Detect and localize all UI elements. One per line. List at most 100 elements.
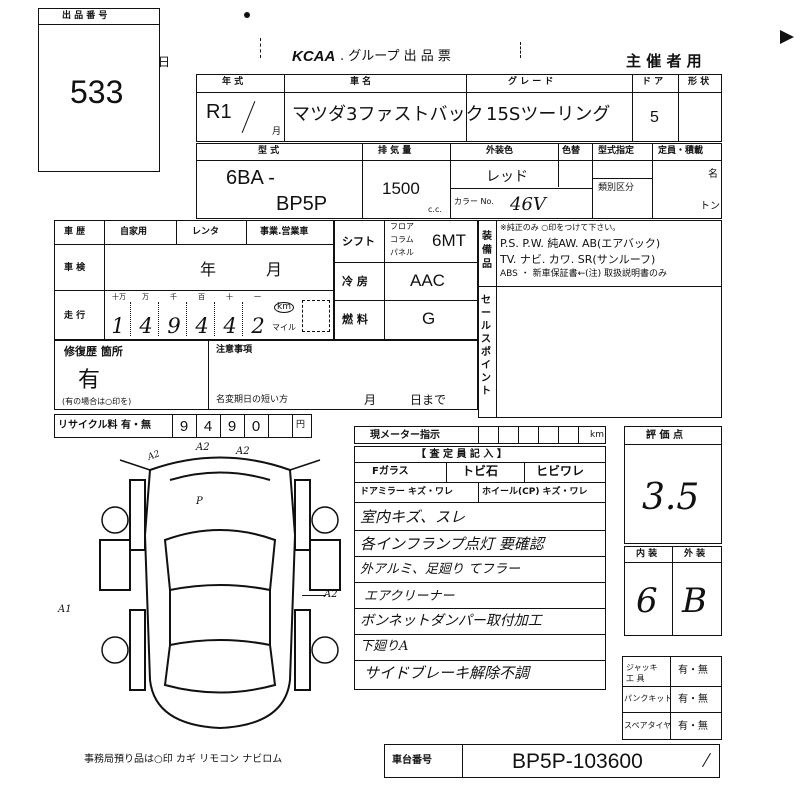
private-use: 自家用 — [120, 227, 148, 237]
mileage-label: 走 行 — [64, 311, 86, 321]
dot-mark — [244, 12, 250, 18]
door-value: 5 — [650, 109, 659, 126]
punch-mark — [780, 30, 794, 44]
repair-label: 修復歴 箇所 — [64, 345, 123, 358]
color-no-label: 色替 — [562, 146, 581, 156]
inspection-month-unit: 月 — [266, 260, 283, 279]
shift-floor: フロア — [390, 222, 414, 231]
damage-mark-a1: A1 — [58, 604, 72, 615]
shift-label: シフト — [342, 235, 375, 248]
equipment-label: 装 備 品 — [482, 231, 492, 270]
inspector-comment-2: 各インフランプ点灯 要確認 — [360, 535, 544, 553]
inspection-year-unit: 年 — [200, 260, 217, 279]
car-name: マツダ3ファストバック — [292, 104, 484, 125]
digit-label-4: 百 — [198, 293, 205, 301]
wheel-label: ホイール(CP) キズ・ワレ — [482, 487, 588, 497]
shape-label: 形 状 — [688, 77, 710, 87]
rental-use: レンタ — [192, 227, 220, 237]
inspector-header: 【 査 定 員 記 入 】 — [416, 449, 507, 460]
damage-mark-a2-2: A2 — [196, 442, 210, 453]
lot-box — [38, 8, 160, 172]
notes-label: 注意事項 — [216, 345, 253, 355]
damage-mark-p: P — [196, 496, 203, 507]
lot-label: 出 品 番 号 — [62, 11, 108, 21]
history-label: 車 歴 — [64, 227, 86, 237]
spare-tire-label: スペアタイヤ — [624, 721, 672, 730]
inspector-comment-5: ボンネットダンパー取付加工 — [360, 613, 542, 629]
inspector-comment-6: 下廻りA — [360, 639, 409, 654]
digit-label-1: 十万 — [112, 293, 126, 301]
grade-label: グ レ ー ド — [508, 77, 554, 87]
grade-value: 15Sツーリング — [486, 104, 611, 125]
overall-grade: 3.5 — [642, 477, 700, 518]
inspection-label: 車 検 — [64, 263, 86, 273]
digit-label-5: 十 — [226, 293, 233, 301]
organizer-label: 主 催 者 用 — [626, 52, 702, 70]
mileage-digit-6: 2 — [251, 314, 265, 338]
inspector-comment-4: エアクリーナー — [364, 589, 455, 604]
recycle-digit-2: 4 — [203, 418, 213, 435]
color-value: レッド — [486, 169, 528, 185]
name-label: 車 名 — [350, 77, 372, 87]
cc-unit: c.c. — [428, 205, 442, 214]
equipment-line-4: ABS ・ 新車保証書←(注) 取扱説明書のみ — [500, 269, 668, 279]
color-code-label: カラー No. — [454, 197, 494, 206]
ext-color-label: 外装色 — [486, 146, 514, 156]
ac-label: 冷 房 — [342, 275, 368, 288]
year-value: R1 — [206, 101, 232, 123]
mileage-digit-4: 4 — [195, 314, 209, 338]
digit-label-2: 万 — [142, 293, 149, 301]
brand-logo: KCAA — [292, 48, 336, 65]
jack-yes-no: 有・無 — [678, 665, 708, 676]
ton-unit: トン — [700, 201, 720, 212]
shift-panel: パネル — [390, 248, 414, 257]
mileage-digit-3: 9 — [167, 314, 181, 338]
mileage-digit-5: 4 — [223, 314, 237, 338]
name-change-month: 月 — [364, 393, 377, 407]
digit-label-3: 千 — [170, 293, 177, 301]
sales-point-label: セールスポイント — [481, 295, 491, 397]
recycle-digit-1: 9 — [179, 418, 189, 435]
color-code-value: 46V — [510, 194, 546, 215]
business-use: 事業.営業車 — [260, 227, 309, 237]
recycle-label: リサイクル料 有・無 — [58, 420, 151, 431]
repair-value: 有 — [78, 368, 101, 393]
form-title: . グループ 出 品 票 — [340, 49, 451, 64]
class-label: 類別区分 — [598, 183, 635, 193]
ac-value: AAC — [410, 271, 445, 290]
stone-chip-label: トビ石 — [462, 464, 499, 478]
mile-checkbox — [302, 300, 330, 332]
year-label: 年 式 — [222, 77, 244, 87]
fuel-label: 燃 料 — [342, 313, 368, 326]
model-spec-label: 型式指定 — [598, 146, 635, 156]
equipment-line-3: TV. ナビ. カワ. SR(サンルーフ) — [500, 253, 656, 266]
spare-yes-no: 有・無 — [678, 721, 708, 732]
mile-unit: マイル — [272, 323, 296, 332]
disp-label: 排 気 量 — [378, 146, 412, 156]
meter-unit: km — [590, 430, 604, 440]
fuel-value: G — [422, 309, 436, 328]
mileage-digit-2: 4 — [139, 314, 153, 338]
office-items-note: 事務局預り品は○印 カギ リモコン ナビロム — [84, 754, 283, 765]
windshield-label: Fガラス — [372, 466, 409, 477]
exterior-grade: B — [682, 581, 707, 621]
damage-mark-a2-3: A2 — [236, 446, 250, 457]
chassis-label: 車台番号 — [392, 755, 432, 766]
name-change-day: 日まで — [410, 393, 447, 407]
recycle-unit: 円 — [296, 420, 306, 430]
name-change-label: 名変期日の短い方 — [216, 395, 289, 405]
crack-label: ヒビワレ — [536, 464, 585, 478]
month-mark: 月 — [272, 127, 282, 137]
mileage-digit-1: 1 — [111, 314, 125, 338]
km-unit: km — [274, 302, 294, 313]
model-code: BP5P — [276, 193, 328, 215]
jack-tool-label: ジャッキ 工 具 — [626, 663, 658, 683]
repair-note: (有の場合は○印を) — [62, 397, 132, 406]
meter-label: 現メーター指示 — [370, 430, 440, 441]
interior-label: 内 装 — [636, 549, 658, 559]
puncture-kit-label: パンクキット — [624, 694, 673, 703]
puncture-yes-no: 有・無 — [678, 694, 708, 705]
equipment-note: ※純正のみ ○印をつけて下さい。 — [500, 223, 621, 232]
exterior-label: 外 装 — [684, 549, 706, 559]
car-damage-diagram — [99, 456, 341, 730]
